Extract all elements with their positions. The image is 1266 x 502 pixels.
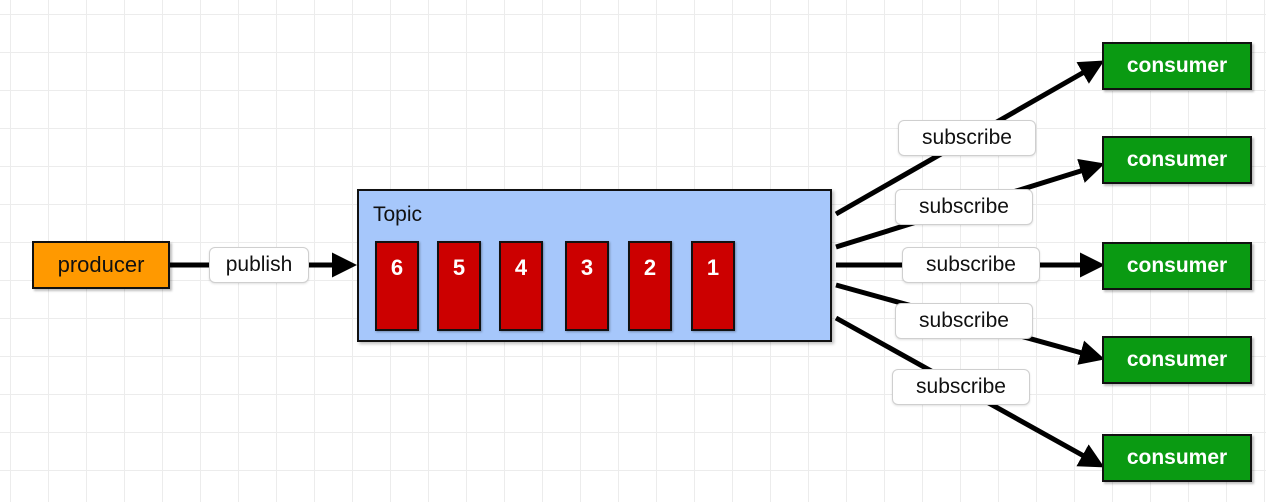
subscribe-label-1: subscribe (898, 120, 1036, 156)
subscribe-label-4: subscribe (895, 303, 1033, 339)
message-block: 1 (691, 241, 735, 331)
consumer-label: consumer (1126, 348, 1228, 371)
message-block: 3 (565, 241, 609, 331)
consumer-label: consumer (1126, 54, 1228, 77)
producer-label: producer (57, 252, 145, 277)
consumer-node-4: consumer (1102, 336, 1252, 384)
consumer-node-5: consumer (1102, 434, 1252, 482)
subscribe-label-5: subscribe (892, 369, 1030, 405)
topic-node: Topic 6 5 4 3 2 1 (357, 189, 832, 342)
message-block: 6 (375, 241, 419, 331)
topic-title: Topic (373, 203, 423, 226)
producer-node: producer (32, 241, 170, 289)
consumer-label: consumer (1126, 254, 1228, 277)
message-block: 2 (628, 241, 672, 331)
subscribe-label-3: subscribe (902, 247, 1040, 283)
subscribe-label-2: subscribe (895, 189, 1033, 225)
message-block: 4 (499, 241, 543, 331)
message-block: 5 (437, 241, 481, 331)
consumer-node-2: consumer (1102, 136, 1252, 184)
consumer-node-3: consumer (1102, 242, 1252, 290)
publish-label: publish (209, 247, 309, 283)
consumer-label: consumer (1126, 148, 1228, 171)
consumer-node-1: consumer (1102, 42, 1252, 90)
consumer-label: consumer (1126, 446, 1228, 469)
